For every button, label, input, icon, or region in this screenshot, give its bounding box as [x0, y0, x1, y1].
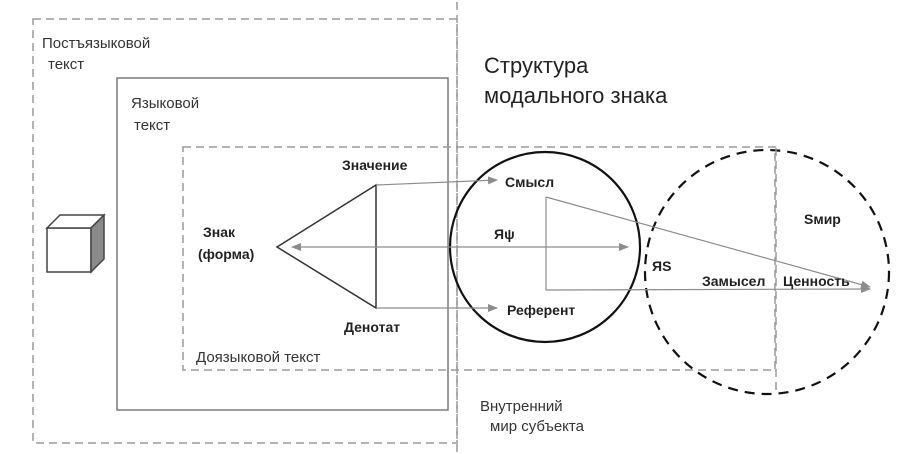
sign-label-1: Знак [203, 224, 236, 240]
cube-icon [45, 213, 106, 274]
meaning-label: Значение [342, 157, 408, 173]
world-circle [643, 148, 891, 396]
title-line-2: модального знака [484, 83, 668, 108]
inner-world-label-1: Внутренний [480, 398, 563, 415]
post-linguistic-label-2: текст [48, 56, 84, 73]
s-world-label: Sмир [804, 211, 841, 227]
sense-to-value-arrow [545, 196, 871, 289]
denotation-label: Денотат [344, 319, 400, 335]
title-line-1: Структура [484, 53, 589, 78]
ya-psi-label: Яψ [494, 226, 515, 242]
value-label: Ценность [783, 273, 850, 289]
intent-label: Замысел [702, 273, 765, 289]
linguistic-label-2: текст [134, 117, 170, 134]
sense-label: Смысл [505, 174, 554, 190]
pre-linguistic-frame [182, 146, 776, 371]
meaning-to-sense-arrow [375, 176, 498, 186]
inner-world-label-2: мир субъекта [490, 418, 585, 435]
ya-s-label: ЯS [652, 258, 671, 274]
pre-linguistic-label: Доязыковой текст [196, 349, 320, 366]
linguistic-label-1: Языковой [131, 95, 199, 112]
sign-label-2: (форма) [198, 246, 254, 262]
post-linguistic-frame [32, 18, 458, 444]
referent-label: Референт [507, 302, 575, 318]
post-linguistic-label-1: Постъязыковой [42, 35, 150, 52]
referent-to-value-arrow [545, 197, 871, 294]
